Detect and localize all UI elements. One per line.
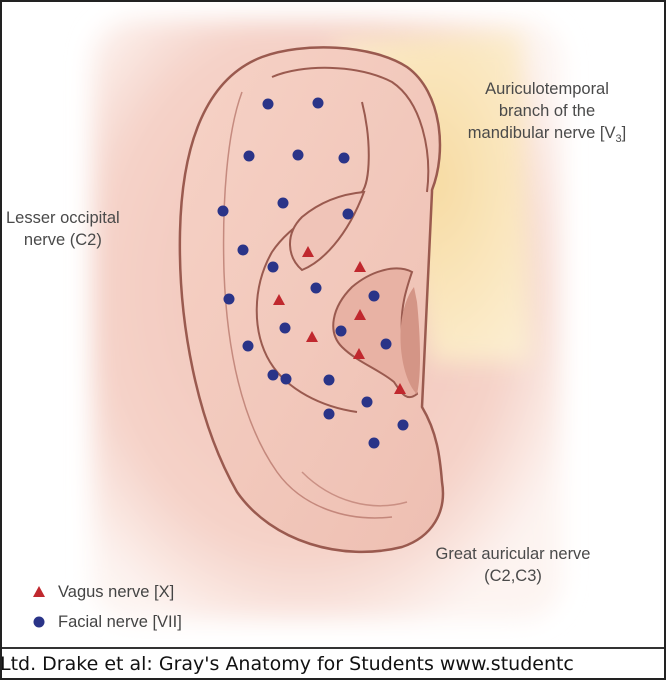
vagus-marker [354,309,366,320]
facial-marker [380,338,392,350]
ear-canal [400,287,421,394]
auriculotemporal-line3-main: mandibular nerve [V [467,124,616,142]
facial-marker [280,373,292,385]
credit-bar: Ltd. Drake et al: Gray's Anatomy for Stu… [0,647,664,678]
lesser-occipital-label: Lesser occipital nerve (C2) [6,207,120,251]
facial-marker [292,149,304,161]
lesser-occipital-line1: Lesser occipital [6,209,120,227]
great-auricular-line2: (C2,C3) [484,567,542,585]
facial-marker [223,293,235,305]
vagus-marker [353,348,365,359]
ear-outline [178,46,445,554]
facial-marker [342,208,354,220]
facial-marker [338,152,350,164]
facial-marker [217,205,229,217]
legend-item-facial: Facial nerve [VII] [32,610,182,634]
facial-marker [267,261,279,273]
auriculotemporal-line3-subscript: 3 [615,133,622,145]
facial-marker [368,290,380,302]
facial-marker [397,419,409,431]
facial-marker [312,97,324,109]
facial-marker [277,197,289,209]
facial-marker [361,396,373,408]
great-auricular-line1: Great auricular nerve [435,545,591,563]
credit-text: Ltd. Drake et al: Gray's Anatomy for Stu… [0,653,574,675]
vagus-marker [306,331,318,342]
facial-marker [323,374,335,386]
facial-marker [310,282,322,294]
facial-marker [267,369,279,381]
facial-marker [323,408,335,420]
facial-marker [368,437,380,449]
legend-item-vagus: Vagus nerve [X] [32,580,182,604]
auriculotemporal-label: Auriculotemporal branch of the mandibula… [442,78,652,150]
great-auricular-label: Great auricular nerve (C2,C3) [400,543,626,587]
facial-marker [279,322,291,334]
lesser-occipital-line2: nerve (C2) [23,231,102,249]
facial-marker [335,325,347,337]
circle-icon [33,616,45,628]
auriculotemporal-line1: Auriculotemporal [485,80,609,98]
lobule [301,471,408,507]
vagus-marker [354,261,366,272]
helix-fold [271,66,430,193]
vagus-marker [273,294,285,305]
legend: Vagus nerve [X] Facial nerve [VII] [32,580,182,640]
facial-marker [262,98,274,110]
auriculotemporal-line3-end: ] [621,124,627,142]
facial-marker [242,340,254,352]
legend-label-vagus: Vagus nerve [X] [58,582,175,601]
vagus-nerve-markers [273,246,406,394]
auriculotemporal-line3: mandibular nerve [V3] [442,122,652,150]
vagus-marker [394,383,406,394]
legend-label-facial: Facial nerve [VII] [58,612,182,631]
ear-illustration [92,20,562,620]
triangle-icon [33,586,45,597]
vagus-marker [302,246,314,257]
facial-marker [243,150,255,162]
facial-nerve-markers [217,97,409,449]
antihelix [255,101,370,413]
scapha-line [222,91,393,519]
auriculotemporal-line2: branch of the [498,102,596,120]
facial-marker [237,244,249,256]
